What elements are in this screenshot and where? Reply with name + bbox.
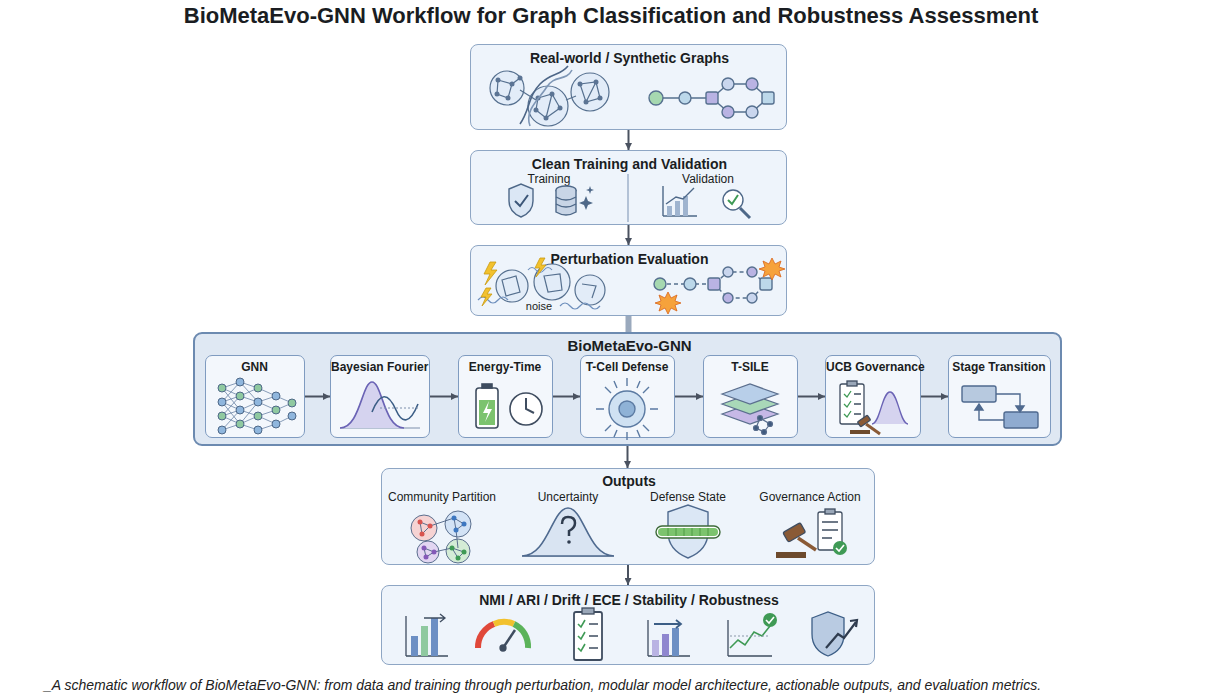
process-box: Clean Training and ValidationTraining Val…	[470, 150, 787, 225]
node-heading: Stage Transition	[949, 361, 1049, 375]
node-heading: Energy-Time	[459, 361, 551, 375]
node-sublabel: Training	[509, 173, 589, 187]
node-heading: UCB Governance	[826, 361, 919, 375]
flow-arrow	[628, 130, 630, 150]
module-box: T-SILE	[703, 355, 798, 438]
module-box: GNN	[205, 355, 305, 438]
metric-box: NMI / ARI / Drift / ECE / Stability / Ro…	[381, 585, 875, 665]
module-box: UCB Governance	[825, 355, 921, 438]
node-heading: T-Cell Defense	[581, 361, 673, 375]
flow-arrow	[626, 316, 632, 332]
node-heading: Real-world / Synthetic Graphs	[471, 50, 788, 66]
node-heading: Perturbation Evaluation	[471, 251, 788, 267]
node-heading: GNN	[206, 361, 303, 375]
flow-arrow	[627, 446, 629, 468]
flow-arrow	[628, 225, 630, 245]
module-box: T-Cell Defense	[580, 355, 675, 438]
node-sublabel: Defense State	[628, 491, 748, 505]
model-group: BioMetaEvo-GNN GNN Bayesian Fourier Energy-…	[193, 332, 1062, 446]
node-sublabel: noise	[519, 300, 559, 313]
output-box: OutputsCommunity Partition UncertaintyDef…	[381, 468, 875, 565]
node-sublabel: Governance Action	[750, 491, 870, 505]
node-heading: T-SILE	[704, 361, 796, 375]
node-heading: Clean Training and Validation	[471, 156, 788, 172]
flow-arrow	[627, 565, 629, 585]
module-box: Stage Transition	[948, 355, 1051, 438]
node-heading: BioMetaEvo-GNN	[195, 337, 1064, 354]
diagram-title: BioMetaEvo-GNN Workflow for Graph Classi…	[0, 3, 1222, 29]
node-heading: Outputs	[382, 473, 876, 489]
process-box: Perturbation Evaluation noise	[470, 245, 787, 316]
node-sublabel: Uncertainty	[508, 491, 628, 505]
input-box: Real-world / Synthetic Graphs	[470, 44, 787, 130]
node-sublabel: Validation	[668, 173, 748, 187]
node-sublabel: Community Partition	[382, 491, 502, 505]
figure-caption: _A schematic workflow of BioMetaEvo-GNN:…	[44, 677, 1041, 693]
module-box: Energy-Time	[458, 355, 553, 438]
node-heading: Bayesian Fourier	[331, 361, 428, 375]
node-heading: NMI / ARI / Drift / ECE / Stability / Ro…	[382, 592, 876, 608]
module-box: Bayesian Fourier	[330, 355, 430, 438]
